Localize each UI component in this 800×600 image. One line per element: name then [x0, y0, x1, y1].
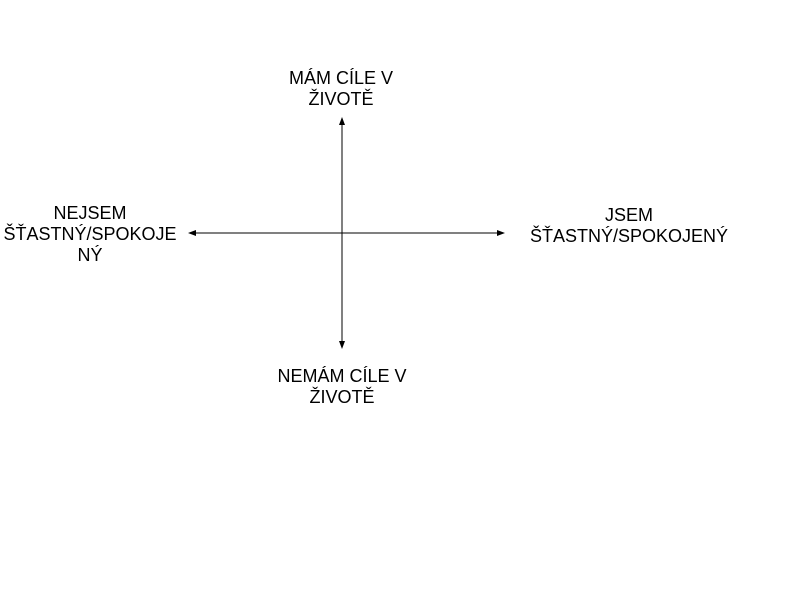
arrow-up — [339, 117, 345, 125]
label-left-line-3: NÝ — [77, 245, 103, 265]
label-top-line-2: ŽIVOTĚ — [308, 89, 374, 109]
arrow-right — [497, 230, 505, 236]
label-top-line-1: MÁM CÍLE V — [288, 68, 394, 88]
label-left: NEJSEM ŠŤASTNÝ/SPOKOJE NÝ — [0, 203, 180, 266]
label-right: JSEM ŠŤASTNÝ/SPOKOJENÝ — [522, 205, 736, 247]
label-bottom-line-1: NEMÁM CÍLE V — [277, 366, 407, 386]
label-right-line-2: ŠŤASTNÝ/SPOKOJENÝ — [529, 226, 729, 246]
arrow-left — [188, 230, 196, 236]
label-left-line-2: ŠŤASTNÝ/SPOKOJE — [3, 224, 177, 244]
arrow-down — [339, 341, 345, 349]
label-right-line-1: JSEM — [604, 205, 653, 225]
label-top: MÁM CÍLE V ŽIVOTĚ — [270, 68, 412, 110]
label-left-line-1: NEJSEM — [53, 203, 127, 223]
label-bottom: NEMÁM CÍLE V ŽIVOTĚ — [258, 366, 426, 408]
label-bottom-line-2: ŽIVOTĚ — [309, 387, 375, 407]
